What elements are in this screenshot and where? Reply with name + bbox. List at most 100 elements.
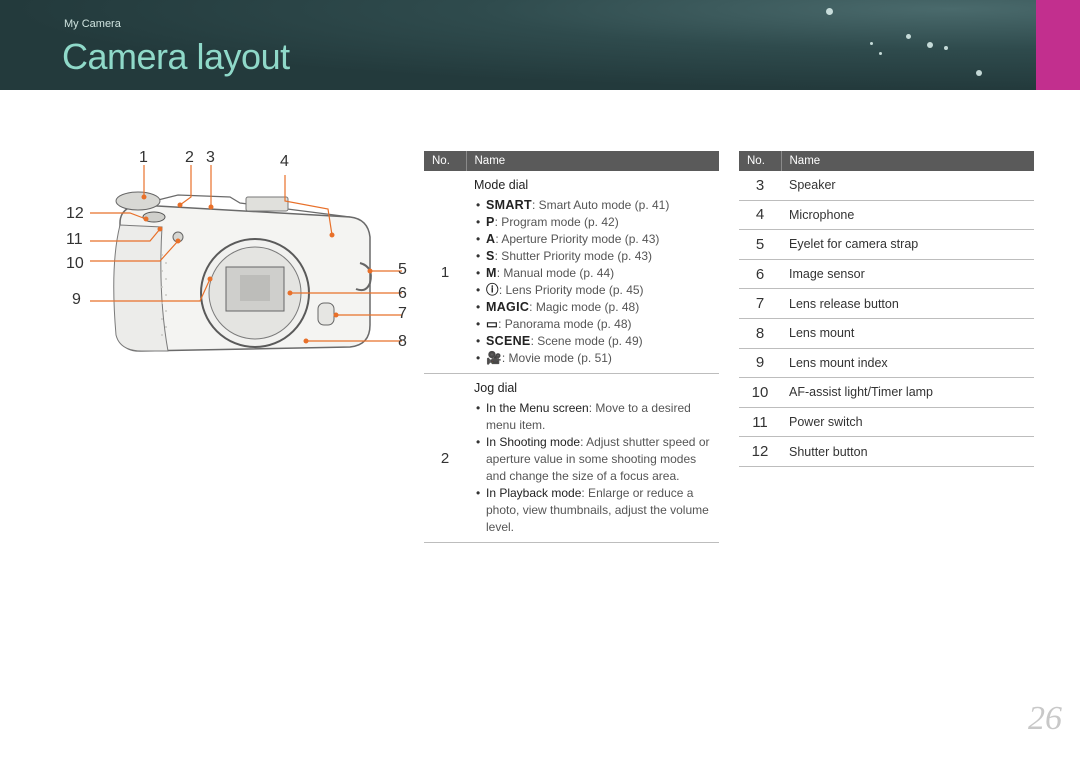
item-text: : Magic mode (p. 48) <box>529 300 640 314</box>
row-name: Speaker <box>781 171 1034 201</box>
item-text: : Aperture Priority mode (p. 43) <box>495 232 660 246</box>
item-text: : Smart Auto mode (p. 41) <box>531 198 670 212</box>
callout-9: 9 <box>72 291 81 308</box>
list-item: In Playback mode: Enlarge or reduce a ph… <box>474 485 715 536</box>
row-name: Microphone <box>781 200 1034 231</box>
camera-illustration <box>90 165 402 352</box>
row-description: Mode dial SMART: Smart Auto mode (p. 41)… <box>466 171 719 374</box>
table-row: 2 Jog dial In the Menu screen: Move to a… <box>424 373 719 543</box>
item-text: : Move to a desired menu item. <box>486 401 691 432</box>
row-number: 11 <box>739 407 781 438</box>
list-item: A: Aperture Priority mode (p. 43) <box>474 231 715 248</box>
row-number: 12 <box>739 436 781 467</box>
table-header: No. Name <box>739 151 1034 171</box>
row-number: 5 <box>739 229 781 260</box>
callout-5: 5 <box>398 261 407 278</box>
row-number: 10 <box>739 377 781 408</box>
row-name: AF-assist light/Timer lamp <box>781 377 1034 408</box>
jog-list: In the Menu screen: Move to a desired me… <box>474 400 715 536</box>
list-item: In Shooting mode: Adjust shutter speed o… <box>474 434 715 485</box>
callout-1: 1 <box>139 149 148 166</box>
row-number: 7 <box>739 288 781 319</box>
row-name: Power switch <box>781 407 1034 438</box>
aperture-mode-icon: A <box>486 232 496 246</box>
chapter-tab <box>1036 0 1080 90</box>
table-row: 1 Mode dial SMART: Smart Auto mode (p. 4… <box>424 171 719 374</box>
list-item: 🎥: Movie mode (p. 51) <box>474 350 715 367</box>
list-item: SMART: Smart Auto mode (p. 41) <box>474 197 715 214</box>
callout-4: 4 <box>280 153 289 170</box>
row-number: 8 <box>739 318 781 349</box>
row-number: 1 <box>424 171 466 374</box>
movie-mode-icon: 🎥 <box>486 351 502 365</box>
callout-2: 2 <box>185 149 194 166</box>
section-label: My Camera <box>64 18 121 30</box>
mode-dial-title: Mode dial <box>474 178 529 192</box>
smart-mode-icon: SMART <box>486 198 532 212</box>
row-name: Image sensor <box>781 259 1034 290</box>
callout-6: 6 <box>398 285 407 302</box>
manual-mode-icon: M <box>486 266 497 280</box>
list-item: In the Menu screen: Move to a desired me… <box>474 400 715 434</box>
parts-table-left: No. Name 1 Mode dial SMART: Smart Auto m… <box>424 151 719 543</box>
shutter-mode-icon: S <box>486 249 495 263</box>
callout-8: 8 <box>398 333 407 350</box>
row-name: Shutter button <box>781 436 1034 467</box>
item-text: : Enlarge or reduce a photo, view thumbn… <box>486 486 709 534</box>
list-item: P: Program mode (p. 42) <box>474 214 715 231</box>
col-header-no: No. <box>739 151 782 171</box>
callout-3: 3 <box>206 149 215 166</box>
page-number: 26 <box>1028 700 1062 737</box>
callout-11: 11 <box>66 231 83 248</box>
table-header: No. Name <box>424 151 719 171</box>
row-number: 3 <box>739 171 781 201</box>
list-item: M: Manual mode (p. 44) <box>474 265 715 282</box>
item-text: : Lens Priority mode (p. 45) <box>498 283 644 297</box>
item-text: : Shutter Priority mode (p. 43) <box>494 249 653 263</box>
panorama-mode-icon: ▭ <box>486 317 499 331</box>
item-lead: In Shooting mode <box>486 435 581 449</box>
item-text: : Movie mode (p. 51) <box>501 351 612 365</box>
camera-diagram: 1 2 3 4 5 6 7 8 9 10 11 12 <box>50 145 420 375</box>
callout-10: 10 <box>66 255 84 272</box>
item-text: : Adjust shutter speed or aperture value… <box>486 435 710 483</box>
page-header <box>0 0 1080 90</box>
col-header-no: No. <box>424 151 467 171</box>
row-number: 6 <box>739 259 781 290</box>
mode-list: SMART: Smart Auto mode (p. 41) P: Progra… <box>474 197 715 367</box>
item-text: : Program mode (p. 42) <box>494 215 619 229</box>
scene-mode-icon: SCENE <box>486 334 531 348</box>
col-header-name: Name <box>781 151 1034 171</box>
row-name: Lens release button <box>781 288 1034 319</box>
col-header-name: Name <box>466 151 719 171</box>
item-text: : Panorama mode (p. 48) <box>498 317 632 331</box>
lens-priority-icon: ⓘ <box>486 283 499 297</box>
row-name: Lens mount <box>781 318 1034 349</box>
row-number: 9 <box>739 348 781 379</box>
magic-mode-icon: MAGIC <box>486 300 530 314</box>
row-description: Jog dial In the Menu screen: Move to a d… <box>466 373 719 543</box>
item-text: : Scene mode (p. 49) <box>530 334 643 348</box>
row-number: 2 <box>424 373 466 543</box>
list-item: SCENE: Scene mode (p. 49) <box>474 333 715 350</box>
row-number: 4 <box>739 200 781 231</box>
item-lead: In the Menu screen <box>486 401 589 415</box>
callout-12: 12 <box>66 205 84 222</box>
list-item: ▭: Panorama mode (p. 48) <box>474 316 715 333</box>
list-item: ⓘ: Lens Priority mode (p. 45) <box>474 282 715 299</box>
callout-7: 7 <box>398 305 407 322</box>
item-lead: In Playback mode <box>486 486 582 500</box>
page-title: Camera layout <box>62 36 290 77</box>
jog-dial-title: Jog dial <box>474 381 518 395</box>
